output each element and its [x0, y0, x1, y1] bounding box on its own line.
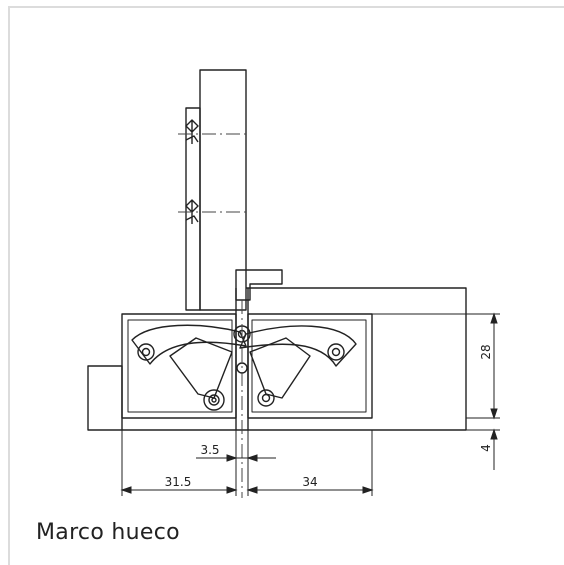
figure-card — [8, 6, 564, 565]
pivot-pin-icon — [257, 389, 275, 407]
door-block — [87, 365, 123, 431]
dimension-label-31-5: 31.5 — [165, 475, 192, 489]
wall-block — [246, 287, 467, 431]
pivot-pin-icon — [203, 389, 225, 411]
pivot-pin-icon — [137, 343, 155, 361]
frame-hook — [235, 269, 283, 301]
screw-icon — [185, 119, 199, 144]
figure-caption: Marco hueco — [36, 520, 180, 545]
dimension-label-4: 4 — [479, 444, 493, 452]
hinge-link-left — [169, 337, 233, 399]
hinge-arm-right — [239, 325, 357, 367]
dimension-label-34: 34 — [302, 475, 317, 489]
hinge-link-right — [249, 337, 311, 399]
dimension-label-3-5: 3.5 — [200, 443, 219, 457]
jamb-strip — [185, 107, 201, 311]
pivot-pin-icon — [327, 343, 345, 361]
hinge-arm-left — [131, 324, 247, 365]
dimension-label-28: 28 — [479, 344, 493, 359]
frame-block — [199, 69, 247, 311]
